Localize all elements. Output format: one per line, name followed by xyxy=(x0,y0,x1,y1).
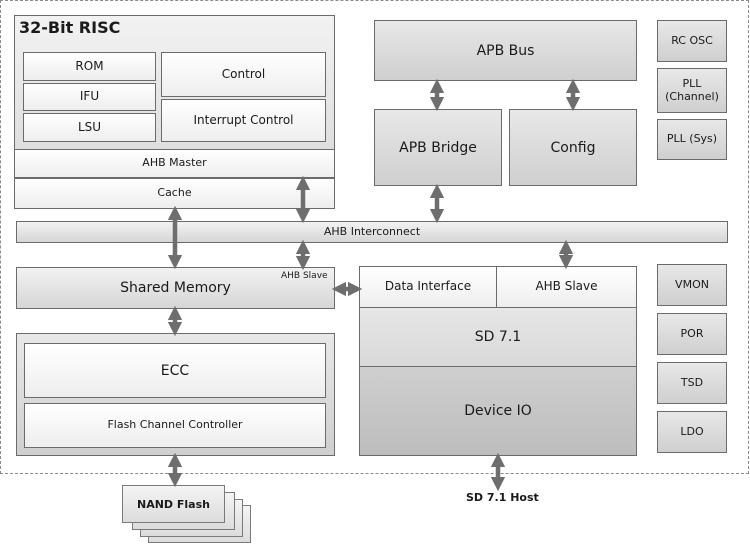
ldo-label: LDO xyxy=(680,424,704,438)
ahb-master-block: AHB Master xyxy=(14,149,335,178)
flash-channel-controller-block: Flash Channel Controller xyxy=(24,403,326,448)
sd-core-block: SD 7.1 xyxy=(359,307,637,367)
por-label: POR xyxy=(680,326,704,340)
data-interface-block: Data Interface xyxy=(359,266,497,308)
rc-osc-label: RC OSC xyxy=(671,33,713,47)
risc-title: 32-Bit RISC xyxy=(19,18,121,37)
ifu-block: IFU xyxy=(23,83,156,111)
apb-bridge-label: APB Bridge xyxy=(399,139,477,156)
ldo-block: LDO xyxy=(657,411,727,453)
cache-label: Cache xyxy=(157,186,192,200)
nand-flash-label: NAND Flash xyxy=(137,497,210,511)
config-block: Config xyxy=(509,109,637,186)
device-io-block: Device IO xyxy=(359,366,637,456)
cache-block: Cache xyxy=(14,178,335,209)
shared-memory-label: Shared Memory xyxy=(120,280,231,296)
interrupt-control-block: Interrupt Control xyxy=(161,99,326,142)
apb-bus-block: APB Bus xyxy=(374,20,637,81)
tsd-label: TSD xyxy=(680,375,704,389)
vmon-block: VMON xyxy=(657,264,727,306)
flash-channel-controller-label: Flash Channel Controller xyxy=(107,418,243,432)
shared-memory-ahb-slave-label: AHB Slave xyxy=(281,271,328,281)
data-interface-label: Data Interface xyxy=(384,279,472,294)
pll-channel-block: PLL (Channel) xyxy=(657,68,727,113)
control-label: Control xyxy=(221,66,266,81)
rom-block: ROM xyxy=(23,52,156,81)
ahb-interconnect-bar: AHB Interconnect xyxy=(16,221,728,243)
ecc-block: ECC xyxy=(24,343,326,398)
chip-boundary xyxy=(0,0,749,474)
lsu-block: LSU xyxy=(23,113,156,142)
sd-ahb-slave-label: AHB Slave xyxy=(535,279,598,294)
lsu-label: LSU xyxy=(77,119,102,134)
device-io-label: Device IO xyxy=(464,403,532,419)
ahb-master-label: AHB Master xyxy=(142,156,207,170)
apb-bus-label: APB Bus xyxy=(476,42,535,59)
rom-label: ROM xyxy=(75,58,104,73)
sd-core-label: SD 7.1 xyxy=(474,329,522,345)
tsd-block: TSD xyxy=(657,362,727,404)
ifu-label: IFU xyxy=(79,89,100,104)
config-label: Config xyxy=(550,139,596,156)
pll-sys-label: PLL (Sys) xyxy=(666,132,718,146)
ahb-interconnect-label: AHB Interconnect xyxy=(323,224,421,238)
sd-host-label: SD 7.1 Host xyxy=(466,491,539,504)
control-block: Control xyxy=(161,52,326,97)
pll-channel-label: PLL (Channel) xyxy=(665,76,719,103)
por-block: POR xyxy=(657,313,727,355)
vmon-label: VMON xyxy=(675,277,709,291)
apb-bridge-block: APB Bridge xyxy=(374,109,502,186)
pll-sys-block: PLL (Sys) xyxy=(657,119,727,160)
nand-flash-card-1: NAND Flash xyxy=(122,485,225,523)
rc-osc-block: RC OSC xyxy=(657,20,727,62)
ecc-label: ECC xyxy=(160,362,190,379)
interrupt-control-label: Interrupt Control xyxy=(193,112,294,127)
